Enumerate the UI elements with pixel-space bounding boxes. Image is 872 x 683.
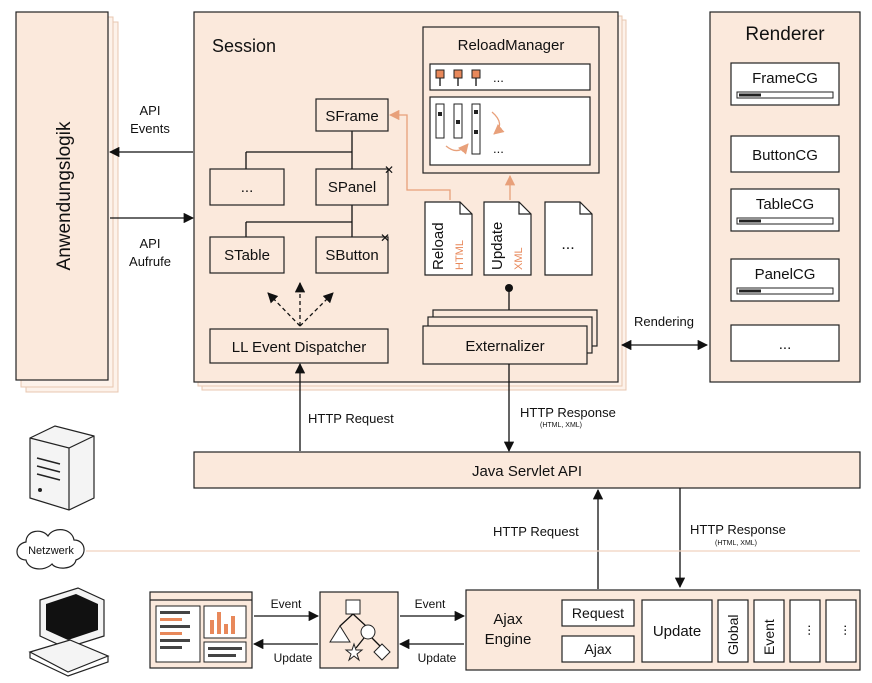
client-event-label-2: Event [415, 597, 446, 611]
ajax-box: Ajax [584, 641, 611, 657]
renderer-panel: Renderer FrameCG ButtonCG TableCG PanelCG..… [709, 11, 861, 383]
reload-doc-format: HTML [454, 240, 466, 270]
tree-node-ellipsis: ... [241, 179, 254, 196]
bottom-http-response-sub: (HTML, XML) [715, 540, 757, 547]
tree-node-sbutton: SButton [325, 247, 378, 264]
application-logic-panel: Anwendungslogik [15, 11, 119, 393]
update-doc-format: XML [513, 247, 525, 270]
bottom-http-request-label: HTTP Request [493, 524, 579, 539]
ajax-engine-label-1: Ajax [493, 611, 523, 628]
client-update-label-2: Update [418, 651, 457, 665]
update-doc-label: Update [489, 222, 506, 270]
ajax-update-box: Update [653, 623, 701, 640]
api-calls-label-2: Aufrufe [129, 254, 171, 269]
api-arrows: API Events API Aufrufe [108, 103, 195, 269]
tree-node-sframe: SFrame [325, 108, 378, 125]
server-icon [29, 425, 95, 511]
other-doc: ... [544, 201, 593, 276]
session-panel: Session SFrame ... SPanel ✕ STable SButt… [193, 11, 627, 391]
renderer-item-box [730, 324, 840, 362]
reload-manager-title: ReloadManager [458, 37, 565, 54]
browser-window-icon [149, 591, 253, 669]
servlet-api-label: Java Servlet API [472, 463, 582, 480]
top-http-response-sub: (HTML, XML) [540, 422, 582, 429]
ajax-engine: Ajax Engine Request Ajax Update Global E… [465, 589, 861, 671]
tree-node-stable: STable [224, 247, 270, 264]
reload-doc-label: Reload [430, 222, 447, 270]
renderer-item-bar [736, 91, 834, 99]
servlet-api-bar [193, 451, 861, 489]
renderer-item-label: PanelCG [755, 266, 816, 283]
renderer-item-label: ... [779, 336, 792, 353]
network-label: Netzwerk [28, 545, 74, 557]
ajax-global-box: Global [725, 615, 741, 655]
renderer-item-label: FrameCG [752, 70, 818, 87]
application-logic-label: Anwendungslogik [54, 121, 75, 270]
ajax-dots-box-1: ... [797, 624, 813, 636]
client-computer-icon [28, 587, 110, 677]
rendering-label: Rendering [634, 314, 694, 329]
reload-manager-ellipsis-bottom: ... [493, 141, 504, 156]
client-update-label-1: Update [274, 651, 313, 665]
api-events-label-2: Events [130, 121, 170, 136]
reload-html-doc: Reload HTML [424, 201, 473, 276]
ll-event-dispatcher: LL Event Dispatcher [232, 339, 367, 356]
reload-manager-ellipsis-top: ... [493, 70, 504, 85]
bottom-http-response-label: HTTP Response [690, 522, 786, 537]
renderer-item-bar [736, 287, 834, 295]
renderer-item-label: TableCG [756, 196, 814, 213]
session-title: Session [212, 36, 276, 56]
tree-node-spanel: SPanel [328, 179, 376, 196]
ajax-event-box: Event [761, 619, 777, 655]
ajax-dots-box-2: ... [833, 624, 849, 636]
ajax-engine-label-2: Engine [485, 631, 532, 648]
api-calls-label-1: API [140, 236, 161, 251]
dom-tree-icon [319, 591, 399, 669]
api-events-label-1: API [140, 103, 161, 118]
renderer-item-bar [736, 217, 834, 225]
ajax-request-box: Request [572, 605, 624, 621]
renderer-item-box [730, 135, 840, 173]
renderer-title: Renderer [745, 24, 825, 45]
other-doc-label: ... [561, 236, 574, 253]
top-http-request-label: HTTP Request [308, 411, 394, 426]
sbutton-marker-icon: ✕ [380, 231, 390, 245]
top-http-response-label: HTTP Response [520, 405, 616, 420]
update-xml-doc: Update XML [483, 201, 532, 276]
client-event-label-1: Event [271, 597, 302, 611]
network-cloud-icon: Netzwerk [16, 529, 85, 570]
renderer-item-label: ButtonCG [752, 147, 818, 164]
spanel-marker-icon: ✕ [384, 163, 394, 177]
externalizer: Externalizer [465, 338, 544, 355]
